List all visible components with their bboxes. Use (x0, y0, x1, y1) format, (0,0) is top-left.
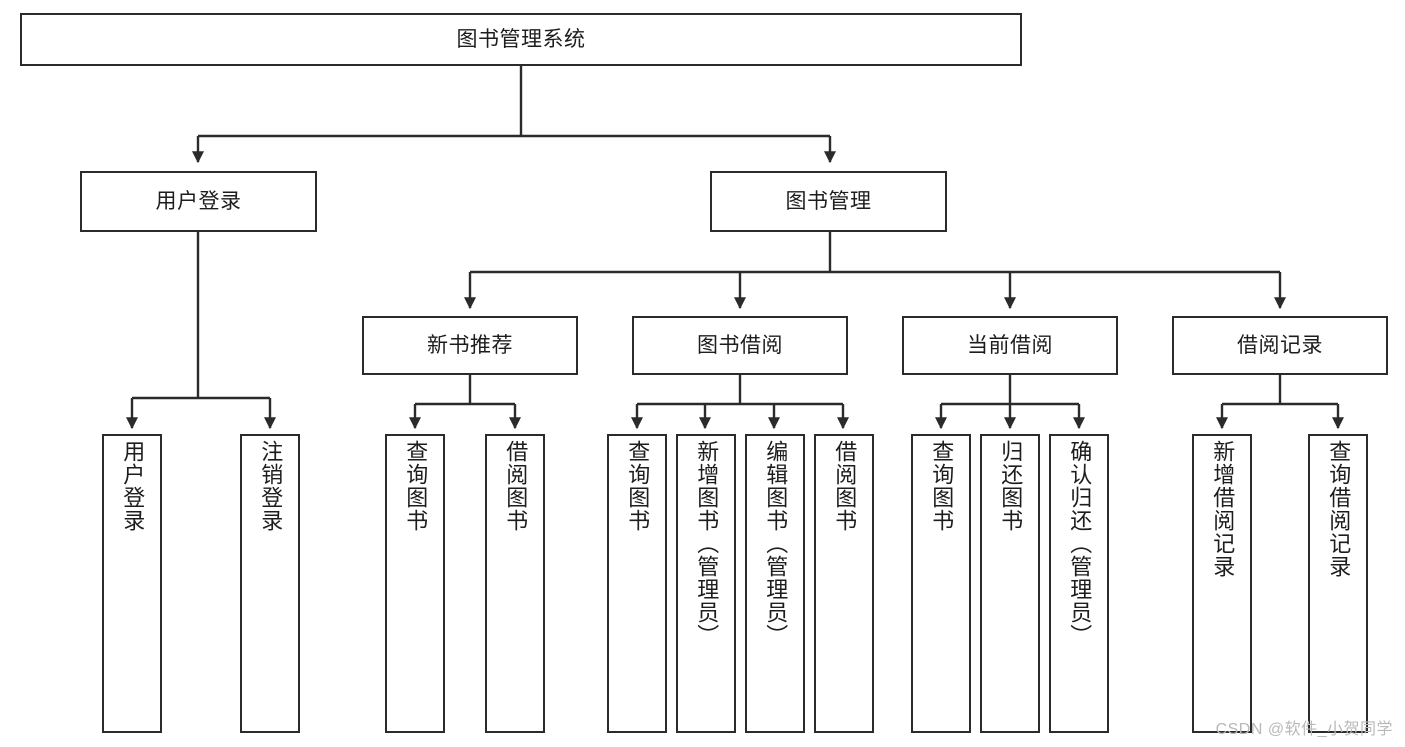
leaf-user-login-logout[interactable]: 注销登录 (240, 434, 300, 733)
node-book-borrow[interactable]: 图书借阅 (632, 316, 848, 375)
node-new-book-recommend[interactable]: 新书推荐 (362, 316, 578, 375)
node-root-book-management-system[interactable]: 图书管理系统 (20, 13, 1022, 66)
leaf-current-borrow-query-book[interactable]: 查询图书 (911, 434, 971, 733)
node-label: 借阅图书 (503, 440, 529, 532)
leaf-new-book-borrow-book[interactable]: 借阅图书 (485, 434, 545, 733)
csdn-watermark: CSDN @软件_小贺同学 (1215, 721, 1393, 738)
leaf-current-borrow-confirm-return[interactable]: 确认归还（管理员） (1049, 434, 1109, 733)
node-label: 查询图书 (929, 440, 955, 532)
node-book-management[interactable]: 图书管理 (710, 171, 947, 232)
node-label: 查询借阅记录 (1326, 440, 1352, 578)
leaf-book-borrow-borrow-book[interactable]: 借阅图书 (814, 434, 874, 733)
node-label: 当前借阅 (967, 333, 1053, 357)
node-label: 新增图书（管理员） (694, 440, 720, 647)
node-label: 用户登录 (155, 189, 242, 213)
leaf-borrow-records-add-record[interactable]: 新增借阅记录 (1192, 434, 1252, 733)
node-label: 借阅记录 (1237, 333, 1323, 357)
leaf-borrow-records-query-record[interactable]: 查询借阅记录 (1308, 434, 1368, 733)
leaf-user-login-login[interactable]: 用户登录 (102, 434, 162, 733)
node-label: 编辑图书（管理员） (763, 440, 789, 647)
node-label: 注销登录 (258, 440, 284, 532)
node-label: 确认归还（管理员） (1067, 440, 1093, 647)
node-label: 查询图书 (403, 440, 429, 532)
leaf-book-borrow-edit-book[interactable]: 编辑图书（管理员） (745, 434, 805, 733)
leaf-new-book-query-book[interactable]: 查询图书 (385, 434, 445, 733)
node-label: 归还图书 (998, 440, 1024, 532)
node-label: 图书借阅 (697, 333, 783, 357)
node-user-login[interactable]: 用户登录 (80, 171, 317, 232)
node-label: 图书管理系统 (456, 27, 586, 51)
leaf-book-borrow-add-book[interactable]: 新增图书（管理员） (676, 434, 736, 733)
node-label: 新增借阅记录 (1210, 440, 1236, 578)
leaf-book-borrow-query-book[interactable]: 查询图书 (607, 434, 667, 733)
node-label: 查询图书 (625, 440, 651, 532)
node-current-borrow[interactable]: 当前借阅 (902, 316, 1118, 375)
node-borrow-records[interactable]: 借阅记录 (1172, 316, 1388, 375)
leaf-current-borrow-return-book[interactable]: 归还图书 (980, 434, 1040, 733)
node-label: 图书管理 (785, 189, 872, 213)
node-label: 新书推荐 (427, 333, 513, 357)
node-label: 借阅图书 (832, 440, 858, 532)
node-label: 用户登录 (120, 440, 146, 532)
